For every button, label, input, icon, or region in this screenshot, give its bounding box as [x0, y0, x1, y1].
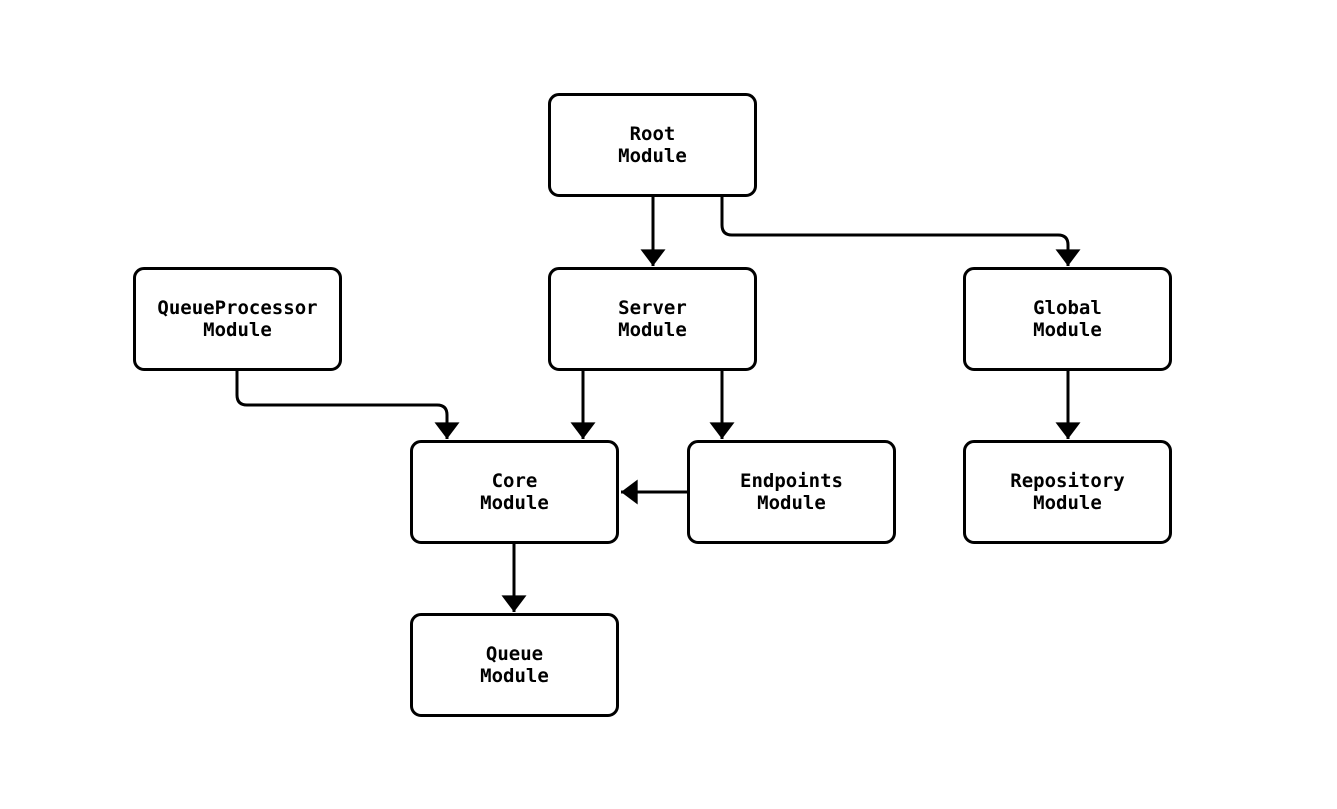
node-core-module: Core Module — [410, 440, 619, 544]
edge-queueprocessor-to-core — [235, 371, 460, 440]
node-label-line: Module — [1033, 492, 1102, 514]
node-label-line: Module — [480, 492, 549, 514]
edge-root-to-global — [720, 197, 1081, 266]
node-repository-module: Repository Module — [963, 440, 1172, 544]
node-label-line: Server — [618, 297, 687, 319]
node-label-line: QueueProcessor — [157, 297, 318, 319]
node-label-line: Module — [618, 319, 687, 341]
node-label-line: Repository — [1010, 470, 1125, 492]
node-label-line: Global — [1033, 297, 1102, 319]
node-global-module: Global Module — [963, 267, 1172, 371]
node-label-line: Module — [203, 319, 272, 341]
node-label-line: Module — [1033, 319, 1102, 341]
node-label-line: Core — [491, 470, 538, 492]
node-root-module: Root Module — [548, 93, 757, 197]
node-label-line: Queue — [485, 643, 544, 665]
node-label-line: Module — [757, 492, 826, 514]
node-queue-module: Queue Module — [410, 613, 619, 717]
node-queueprocessor-module: QueueProcessor Module — [133, 267, 342, 371]
node-server-module: Server Module — [548, 267, 757, 371]
node-label-line: Module — [618, 145, 687, 167]
node-label-line: Root — [629, 123, 676, 145]
node-endpoints-module: Endpoints Module — [687, 440, 896, 544]
node-label-line: Endpoints — [740, 470, 843, 492]
node-label-line: Module — [480, 665, 549, 687]
